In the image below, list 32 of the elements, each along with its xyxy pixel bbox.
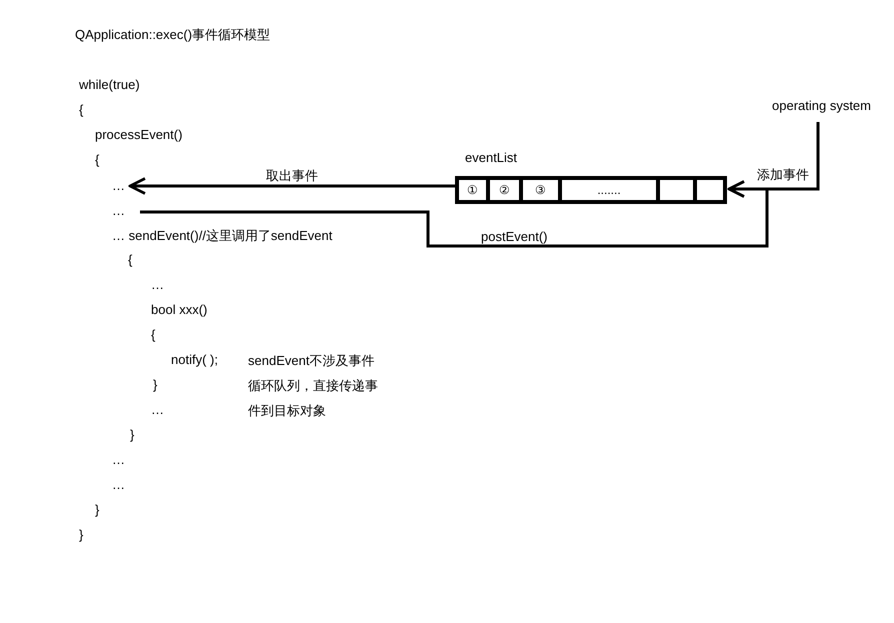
code-line: } (95, 502, 100, 518)
code-line: } (79, 527, 84, 543)
code-line: bool xxx() (151, 302, 208, 318)
code-line: } (153, 377, 158, 393)
code-line: processEvent() (95, 127, 182, 143)
code-line: notify( ); (171, 352, 218, 368)
edge-label: postEvent() (481, 229, 548, 245)
system-label: operating system (772, 98, 871, 114)
code-line: { (151, 327, 156, 343)
code-line: … (151, 277, 164, 293)
queue-cell: ② (486, 180, 519, 200)
code-line: … sendEvent()//这里调用了sendEvent (112, 228, 332, 244)
queue-cell: ....... (558, 180, 656, 200)
code-line: … (151, 402, 164, 418)
code-line: } (130, 427, 134, 443)
queue-cell: ① (459, 180, 486, 200)
code-line: … (112, 452, 125, 468)
queue-cell: ③ (519, 180, 558, 200)
code-line: while(true) (79, 77, 140, 93)
title: QApplication::exec()事件循环模型 (75, 27, 270, 43)
code-line: … (112, 203, 125, 219)
arrow (128, 177, 455, 195)
code-line: { (95, 152, 100, 168)
note-text: sendEvent不涉及事件循环队列，直接传递事件到目标对象 (248, 352, 379, 420)
arrow (728, 122, 820, 198)
edge-label: 添加事件 (757, 167, 809, 183)
code-line: { (79, 102, 84, 118)
edge-label: 取出事件 (266, 168, 318, 184)
box-heading: eventList (465, 150, 518, 166)
code-line: … (112, 477, 125, 493)
code-line: { (128, 252, 132, 268)
code-line: … (112, 178, 125, 194)
